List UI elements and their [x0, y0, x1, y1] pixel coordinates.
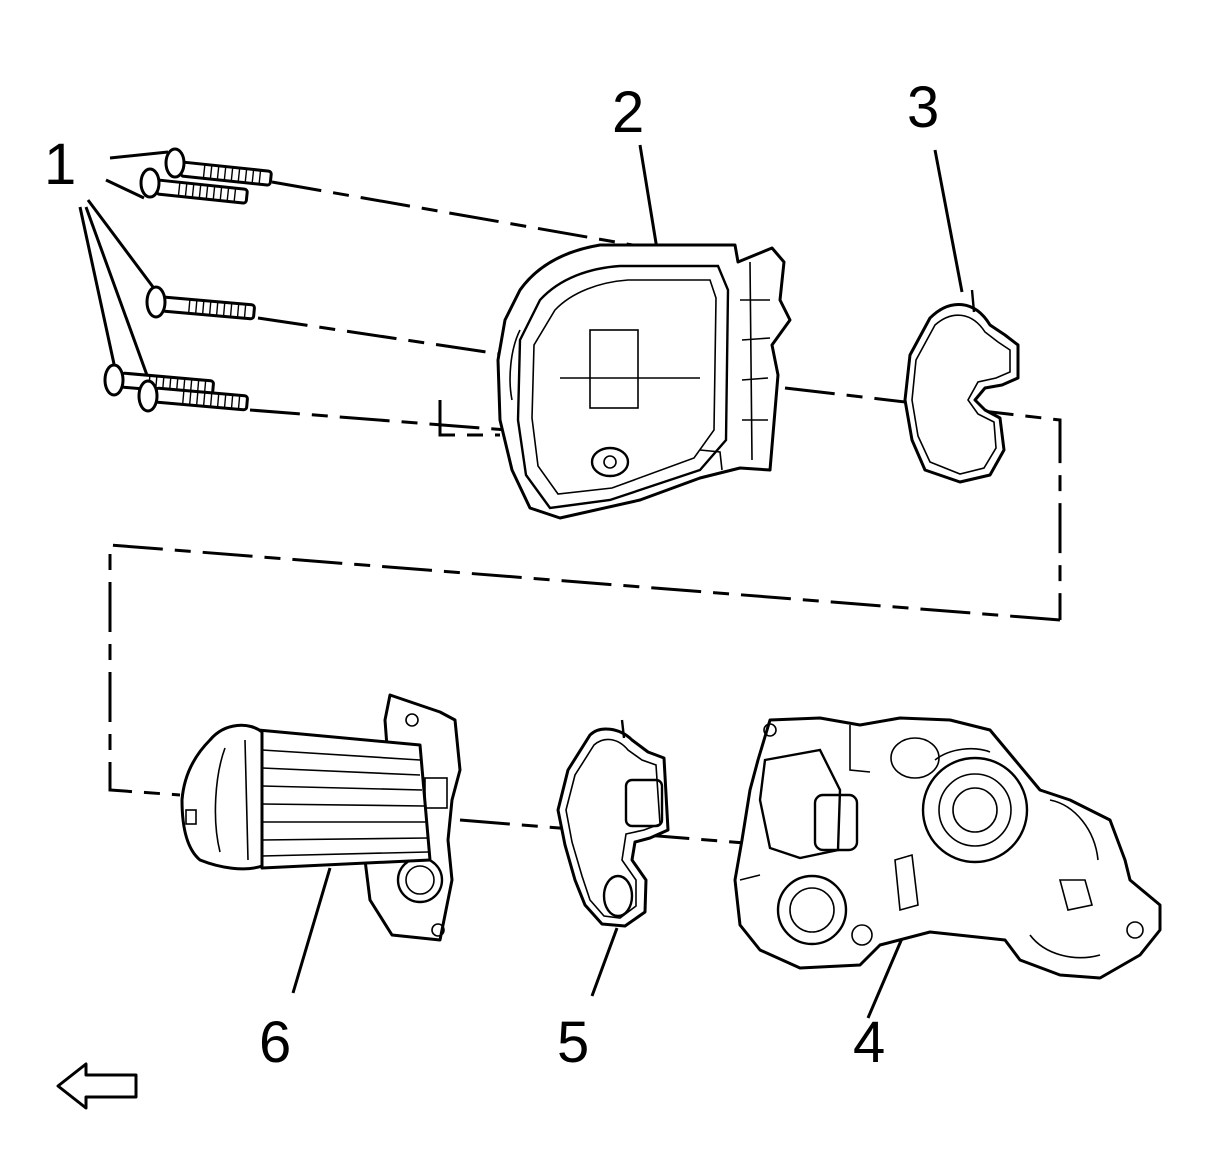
callout-1-leaders [78, 150, 169, 379]
bolt-1a [164, 147, 273, 187]
callout-4: 4 [853, 1010, 885, 1075]
callout-5: 5 [557, 1010, 589, 1075]
part-5-gasket [556, 719, 670, 928]
part-2-cover [496, 243, 792, 520]
bolt-1e [137, 379, 249, 413]
callout-3-leader [933, 149, 964, 293]
part-6-cooler [180, 693, 462, 942]
bolt-1b [139, 167, 249, 205]
callout-5-leader [590, 927, 619, 997]
bolt-1c [145, 285, 256, 321]
bolt-1d [103, 363, 215, 397]
callout-6-leader [291, 867, 332, 994]
cooler-fins [261, 749, 429, 857]
bolts [103, 147, 273, 413]
part-4-valve-body [733, 716, 1162, 980]
callout-2: 2 [612, 80, 644, 145]
callout-3: 3 [907, 75, 939, 140]
callout-6: 6 [259, 1010, 291, 1075]
arrow-left-icon [56, 1062, 138, 1110]
part-3-gasket [903, 289, 1020, 484]
callout-1: 1 [44, 132, 76, 197]
